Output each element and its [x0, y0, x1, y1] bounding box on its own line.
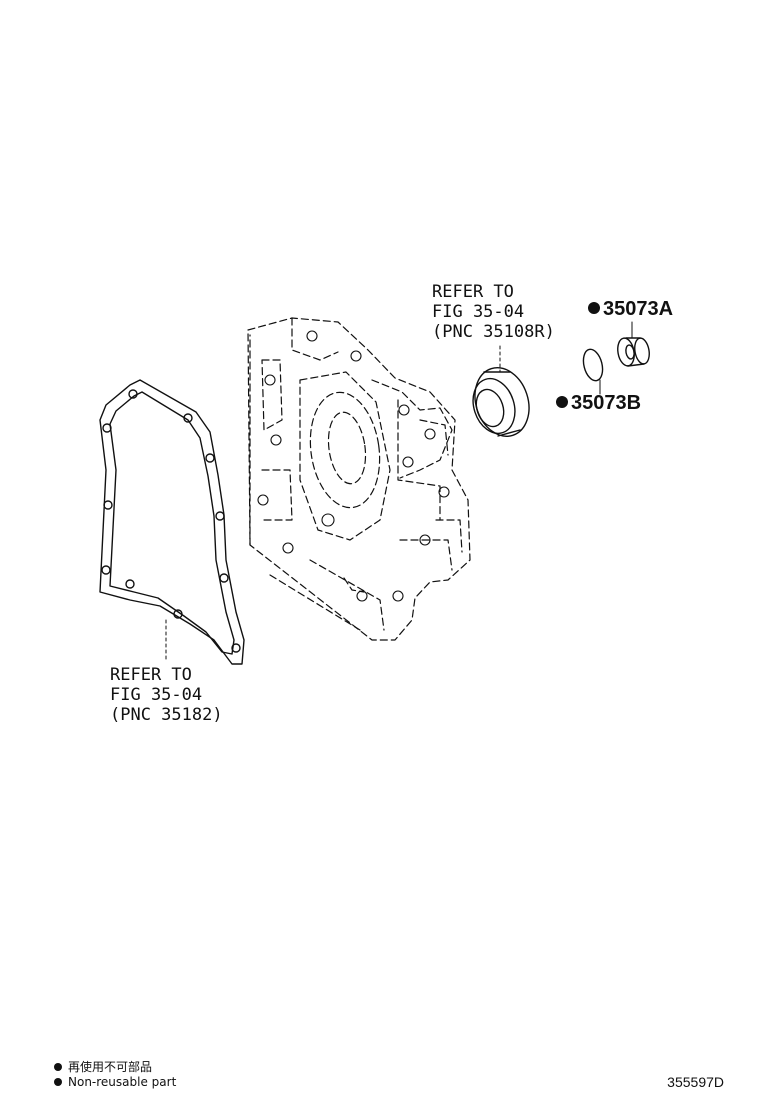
oil-seal-reference-line3: (PNC 35108R) [432, 322, 555, 342]
transmission-case-outline [247, 317, 471, 641]
part-number-35073A[interactable]: 35073A [588, 298, 673, 321]
oil-seal [472, 367, 530, 437]
gasket-reference-line2: FIG 35-04 [110, 685, 203, 705]
part-number-35073B[interactable]: 35073B [556, 392, 641, 415]
legend-dot-icon [54, 1077, 62, 1086]
transmission-case-bolt-holes [257, 330, 450, 602]
oil-seal-reference-line1: REFER TO [432, 282, 514, 302]
plug [617, 337, 650, 367]
o-ring [582, 348, 604, 382]
gasket-reference-line1: REFER TO [110, 665, 192, 685]
legend-english: Non-reusable part [54, 1075, 176, 1089]
oil-seal-reference-line2: FIG 35-04 [432, 302, 525, 322]
non-reusable-dot-icon [556, 395, 568, 408]
legend-dot-icon [54, 1062, 62, 1071]
case-gasket [99, 379, 245, 665]
illustration-code: 355597D [667, 1074, 724, 1090]
legend-japanese: 再使用不可部品 [54, 1058, 152, 1075]
gasket-reference-line3: (PNC 35182) [110, 705, 223, 725]
non-reusable-dot-icon [588, 301, 600, 314]
